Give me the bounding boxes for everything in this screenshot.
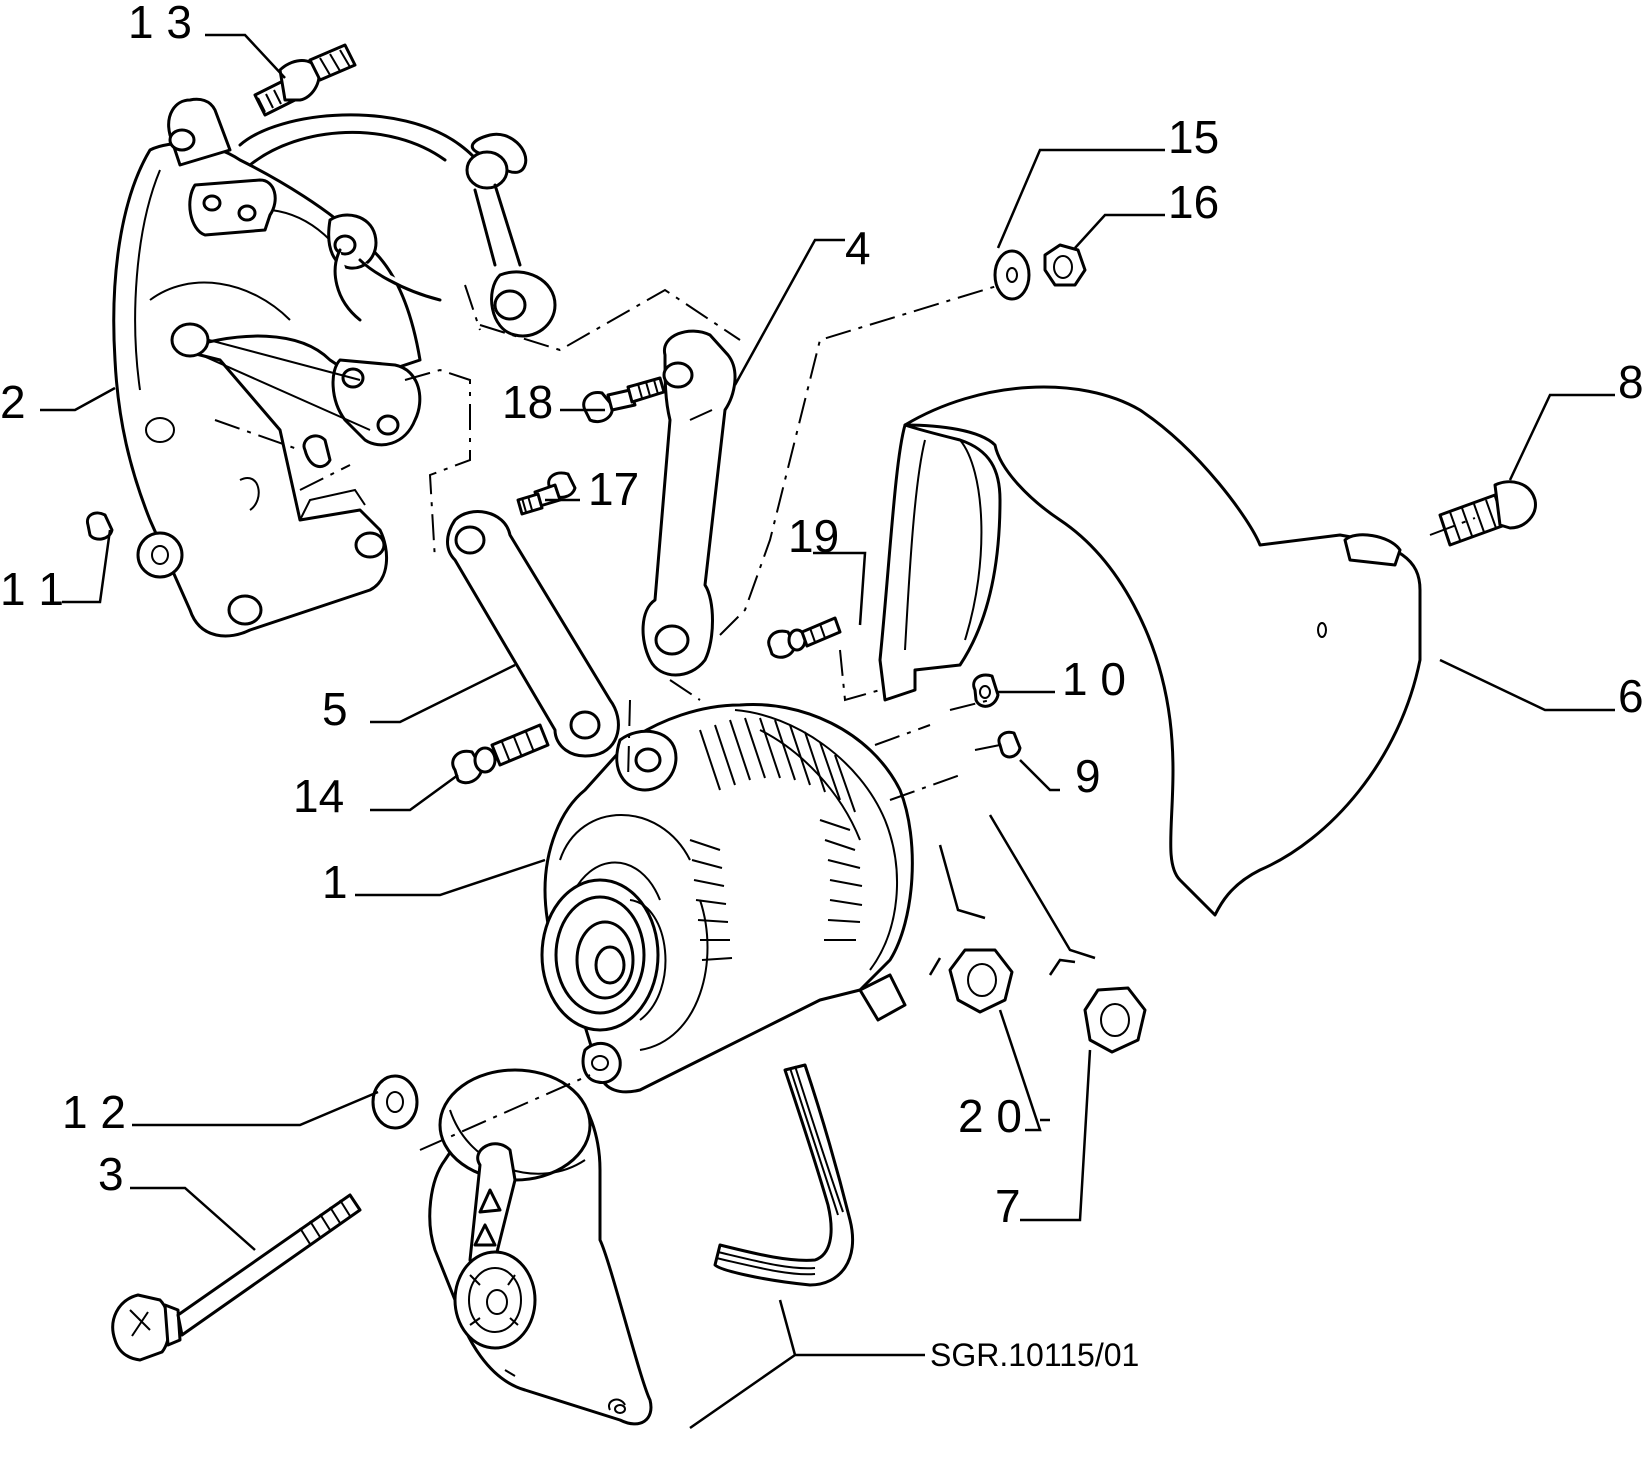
callout-8: 8 (1618, 356, 1644, 408)
part-6-belt-guard (878, 385, 1422, 917)
part-1-alternator (540, 702, 914, 1094)
part-3-long-bolt (111, 1193, 362, 1362)
alternator-fins (689, 717, 863, 961)
callout-3: 3 (98, 1148, 124, 1200)
part-16-nut (1043, 243, 1087, 287)
part-10-bush (972, 673, 1000, 708)
assembly-centerlines (214, 284, 1476, 1151)
part-11-bush (85, 511, 114, 541)
callout-10: 1 0 (1062, 653, 1126, 705)
part-2-mounting-bracket (112, 97, 422, 638)
callout-14: 14 (293, 770, 344, 822)
reference-code: SGR.10115/01 (930, 1337, 1139, 1373)
callout-13: 1 3 (128, 0, 192, 48)
callout-16: 16 (1168, 176, 1219, 228)
callout-18: 18 (502, 376, 553, 428)
poly-v-belt (713, 1063, 855, 1287)
part-2-tube-arm (238, 113, 557, 338)
callout-5: 5 (322, 683, 348, 735)
part-5-link (446, 510, 620, 758)
callout-11: 1 1 (0, 563, 64, 615)
part-13-stud (253, 43, 357, 117)
callout-19: 19 (788, 510, 839, 562)
part-12-washer (371, 1074, 419, 1130)
callout-7: 7 (995, 1180, 1021, 1232)
part-15-washer (993, 249, 1031, 301)
part-9-nut (997, 730, 1022, 759)
callout-6: 6 (1618, 670, 1644, 722)
part-8-stud (1438, 480, 1537, 547)
callout-9: 9 (1075, 750, 1101, 802)
part-19-bolt (767, 616, 842, 659)
part-7-nut (1083, 986, 1147, 1054)
part-14-bolt (451, 723, 550, 785)
callout-2: 2 (0, 376, 26, 428)
part-4-adjuster-arm (641, 329, 737, 677)
callout-labels: 1 3 2 1 1 18 17 4 15 16 8 6 1 0 9 19 5 1… (0, 0, 1644, 1373)
leader-lines (40, 33, 1615, 1430)
part-20-nut (948, 948, 1014, 1014)
callout-17: 17 (588, 463, 639, 515)
callout-4: 4 (845, 222, 871, 274)
callout-12: 1 2 (62, 1086, 126, 1138)
part-18-bolt (582, 376, 666, 424)
callout-1: 1 (322, 856, 348, 908)
callout-15: 15 (1168, 111, 1219, 163)
part-17-bolt (516, 471, 577, 516)
belt-tensioner (428, 1068, 653, 1426)
callout-20: 2 0 (958, 1090, 1022, 1142)
